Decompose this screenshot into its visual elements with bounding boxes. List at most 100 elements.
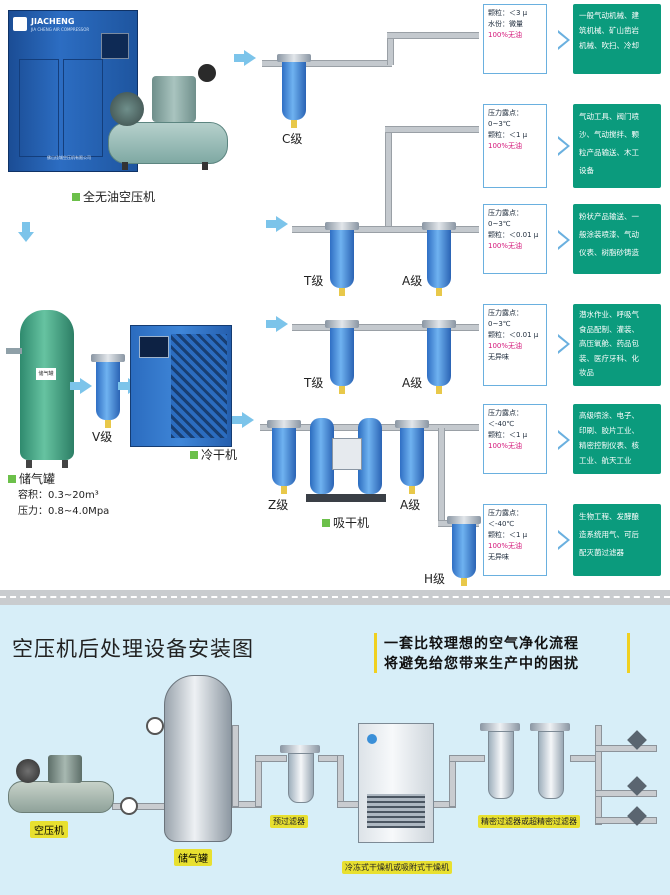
filter-a1 xyxy=(422,222,456,296)
compressor-brand: JIACHENG xyxy=(31,17,75,26)
application-box-2: 气动工具、阀门喷 沙、气动搅拌、颗 粒产品输送、木工 设备 xyxy=(573,104,661,188)
spec-box-5: 压力露点： ＜-40℃ 颗粒：＜1 μ 100%无油 xyxy=(483,404,547,474)
adsorption-label-text: 吸干机 xyxy=(333,516,370,530)
dryer-illustration xyxy=(358,723,434,843)
pipe xyxy=(595,725,602,825)
tank-label-text: 储气罐 xyxy=(19,472,56,486)
compressor-brand-sub: JIA CHENG AIR COMPRESSOR xyxy=(31,27,90,32)
spec-line: 颗粒：＜0.01 μ xyxy=(488,231,539,239)
adsorption-dryer xyxy=(306,410,386,505)
app-line: 筑机械、矿山凿岩 xyxy=(579,26,639,35)
green-square-icon xyxy=(190,451,198,459)
spec-line: 颗粒：＜1 μ xyxy=(488,531,528,539)
adsorption-label: 吸干机 xyxy=(322,514,369,531)
pressure-gauge-icon xyxy=(146,717,164,735)
pipe xyxy=(387,32,479,39)
app-line: 装、医疗牙科、化 xyxy=(579,353,639,363)
down-arrow-head xyxy=(18,232,34,242)
filter-a2-label: A级 xyxy=(402,376,423,390)
compressor-plate: 佛山佳城空压机有限公司 xyxy=(47,155,91,160)
filter-a1-label: A级 xyxy=(402,274,423,288)
filter-t2-label: T级 xyxy=(304,376,324,390)
pipe xyxy=(595,745,657,752)
pipe xyxy=(438,428,445,524)
filter-t2 xyxy=(325,320,359,394)
connector-arrow-icon xyxy=(557,530,570,550)
down-arrow-icon xyxy=(22,222,30,232)
application-box-6: 生物工程、发酵酿 造系统用气、可后 配灭菌过滤器 xyxy=(573,504,661,576)
pipe xyxy=(292,324,479,331)
filter-z xyxy=(267,420,301,494)
slogan-bracket xyxy=(374,633,630,673)
top-section: JIACHENG JIA CHENG AIR COMPRESSOR 佛山佳城空压… xyxy=(6,4,661,586)
app-line: 沙、气动搅拌、颗 xyxy=(579,130,639,139)
pressure-gauge-icon xyxy=(120,797,138,815)
oil-free-text: 100%无油 xyxy=(488,342,523,350)
spec-line: 颗粒：＜1 μ xyxy=(488,431,528,439)
label-dryer: 冷冻式干燥机或吸附式干燥机 xyxy=(342,861,452,874)
filter-t1-label: T级 xyxy=(304,274,324,288)
spec-line: 0~3℃ xyxy=(488,320,511,328)
spec-line: 压力露点： xyxy=(488,309,523,317)
right-arrow-icon xyxy=(80,378,92,394)
spec-line: ＜-40℃ xyxy=(488,520,515,528)
dryer-label: 冷干机 xyxy=(190,446,237,463)
spec-line: ＜-40℃ xyxy=(488,420,515,428)
oil-free-text: 100%无油 xyxy=(488,142,523,150)
storage-tank: 储气罐 xyxy=(20,310,74,460)
spec-line: 压力露点： xyxy=(488,109,523,117)
spec-box-1: 颗粒：＜3 μ 水份：微量 100%无油 xyxy=(483,4,547,74)
pipe xyxy=(449,755,485,762)
pipe xyxy=(232,725,239,807)
odorless-text: 无异味 xyxy=(488,553,509,561)
connector-arrow-icon xyxy=(557,230,570,250)
app-line: 气动工具、阀门喷 xyxy=(579,112,639,121)
spec-box-6: 压力露点： ＜-40℃ 颗粒：＜1 μ 100%无油 无异味 xyxy=(483,504,547,576)
right-arrow-icon xyxy=(276,216,288,232)
spec-line: 压力露点： xyxy=(488,409,523,417)
connector-arrow-icon xyxy=(557,30,570,50)
app-line: 一般气动机械、建 xyxy=(579,11,639,20)
right-arrow-icon xyxy=(244,50,256,66)
application-box-1: 一般气动机械、建 筑机械、矿山凿岩 机械、吹扫、冷却 xyxy=(573,4,661,74)
spec-box-3: 压力露点： 0~3℃ 颗粒：＜0.01 μ 100%无油 xyxy=(483,204,547,274)
filter-a3 xyxy=(395,420,429,494)
green-square-icon xyxy=(322,519,330,527)
filter-t1 xyxy=(325,222,359,296)
installation-diagram: 空压机后处理设备安装图 一套比较理想的空气净化流程 将避免给您带来生产中的困扰 … xyxy=(0,605,670,895)
app-line: 造系统用气、可后 xyxy=(579,530,639,539)
spec-line: 0~3℃ xyxy=(488,120,511,128)
app-line: 高压氧舱、药品包 xyxy=(579,339,639,348)
tank-illustration xyxy=(164,675,232,842)
app-line: 机械、吹扫、冷却 xyxy=(579,41,639,50)
right-arrow-icon xyxy=(242,412,254,428)
filter-c-label: C级 xyxy=(282,132,303,146)
pipe xyxy=(385,126,392,230)
spec-box-2: 压力露点： 0~3℃ 颗粒：＜1 μ 100%无油 xyxy=(483,104,547,188)
pipe xyxy=(337,755,344,807)
app-line: 生物工程、发酵酿 xyxy=(579,512,639,521)
tank-pressure: 压力：0.8~4.0Mpa xyxy=(18,506,110,517)
oil-free-text: 100%无油 xyxy=(488,31,523,39)
app-line: 配灭菌过滤器 xyxy=(579,548,624,557)
app-line: 粉状产品输送、一 xyxy=(579,212,639,221)
pipe xyxy=(449,755,456,807)
compressor-cabinet: JIACHENG JIA CHENG AIR COMPRESSOR 佛山佳城空压… xyxy=(8,10,138,172)
bottom-title: 空压机后处理设备安装图 xyxy=(12,637,254,661)
spec-line: 颗粒：＜1 μ xyxy=(488,131,528,139)
app-line: 粒产品输送、木工 xyxy=(579,148,639,157)
filter-v xyxy=(91,354,125,428)
pipe xyxy=(595,817,657,824)
connector-arrow-icon xyxy=(557,334,570,354)
label-prefilter: 预过滤器 xyxy=(270,815,308,828)
right-arrow-icon xyxy=(276,316,288,332)
spec-line: 水份：微量 xyxy=(488,20,523,28)
spec-line: 颗粒：＜0.01 μ xyxy=(488,331,539,339)
label-tank: 储气罐 xyxy=(174,849,212,866)
oil-free-text: 100%无油 xyxy=(488,442,523,450)
app-line: 工业、航天工业 xyxy=(579,456,632,465)
app-line: 潜水作业、呼吸气 xyxy=(579,310,639,319)
oil-free-text: 100%无油 xyxy=(488,242,523,250)
pipe xyxy=(385,126,479,133)
app-line: 印刷、胶片工业、 xyxy=(579,426,639,435)
